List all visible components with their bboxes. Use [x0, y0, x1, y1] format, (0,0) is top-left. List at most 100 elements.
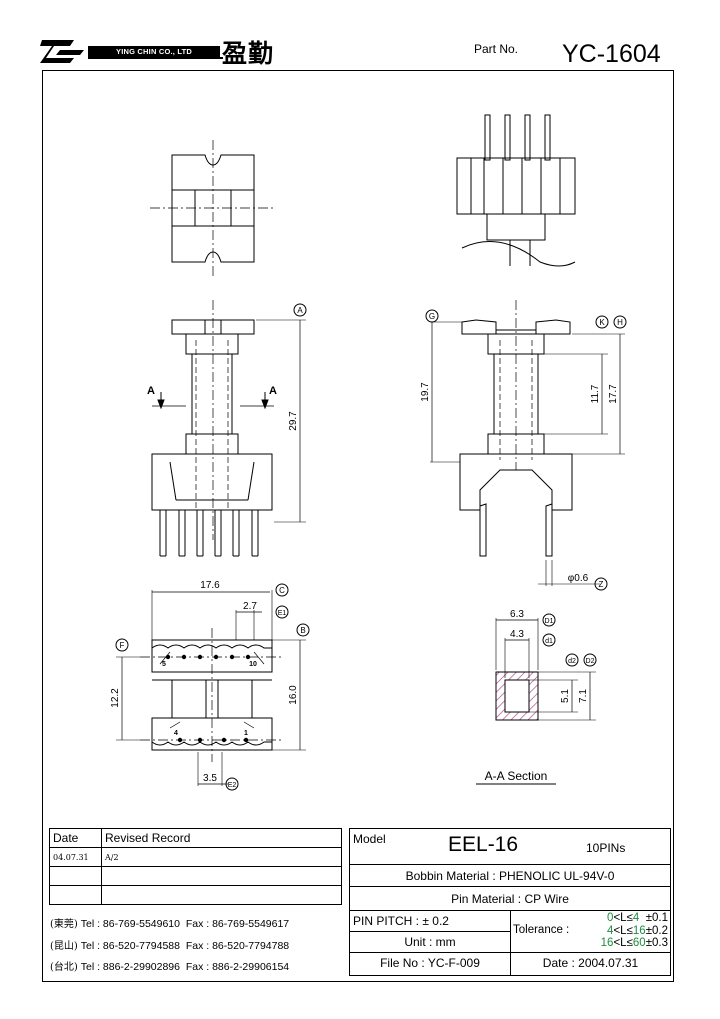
spec-pin-row: Pin Material : CP Wire — [350, 887, 670, 911]
table-row — [49, 866, 342, 886]
ref-d2-lower: d2 — [568, 658, 576, 665]
ref-e2: E2 — [228, 782, 237, 789]
table-row — [49, 885, 342, 905]
tol-range-b: 60 — [632, 937, 646, 949]
bottom-view — [115, 583, 310, 791]
ref-z: Z — [599, 580, 604, 589]
spec-tolerance-cell: Tolerance : 0<L≤4 ±0.1 4<L≤16±0.2 16<L≤6… — [511, 911, 670, 953]
list-item: 0<L≤4 ±0.1 — [601, 912, 668, 925]
tol-range-b: 4 — [632, 912, 640, 924]
model-label: Model — [353, 832, 386, 846]
revision-record: A/2 — [101, 847, 342, 867]
pin-count: 10PINs — [586, 841, 626, 855]
front-view — [151, 300, 307, 557]
dim-pin-dia: φ0.6 — [568, 573, 589, 584]
dim-3-5: 3.5 — [203, 773, 217, 784]
tol-lt: <L≤ — [613, 924, 633, 937]
dim-5-1: 5.1 — [560, 689, 571, 703]
pin-number-4: 4 — [174, 730, 178, 737]
side-view — [425, 300, 627, 591]
dim-7-1: 7.1 — [578, 689, 589, 703]
ref-a: A — [297, 306, 303, 315]
ref-k: K — [599, 318, 605, 327]
pin-material-value: CP Wire — [524, 892, 569, 906]
pin-number-5: 5 — [162, 661, 166, 668]
list-item: (東莞) Tel : 86-769-5549610 Fax : 86-769-5… — [50, 914, 344, 936]
aa-section-view — [476, 613, 597, 785]
bobbin-value: PHENOLIC UL-94V-0 — [499, 869, 615, 883]
dim-4-3: 4.3 — [510, 629, 524, 640]
contact-fax: Fax : 86-520-7794788 — [185, 939, 290, 952]
dim-11-7: 11.7 — [590, 384, 601, 403]
contact-list: (東莞) Tel : 86-769-5549610 Fax : 86-769-5… — [50, 914, 344, 979]
spec-model-row: Model EEL-16 10PINs — [350, 829, 670, 865]
ref-d1-upper: D1 — [545, 618, 554, 625]
contact-city: (昆山) — [50, 940, 78, 952]
dim-12-2: 12.2 — [110, 688, 121, 708]
ref-e1: E1 — [278, 610, 287, 617]
date-value: 2004.07.31 — [578, 956, 639, 970]
revision-date-header: Date — [49, 828, 102, 848]
revision-date — [49, 866, 102, 886]
contact-tel: Tel : 86-520-7794588 — [80, 939, 180, 952]
dim-6-3: 6.3 — [510, 609, 524, 620]
ref-f: F — [120, 641, 125, 650]
unit-label: Unit : — [404, 935, 433, 949]
tol-range-a: 0 — [607, 912, 614, 924]
ref-h: H — [617, 318, 623, 327]
list-item: 4<L≤16±0.2 — [601, 925, 668, 938]
spec-pitch-row: PIN PITCH : ± 0.2 — [350, 911, 510, 932]
dim-16-0: 16.0 — [288, 685, 299, 705]
list-item: (昆山) Tel : 86-520-7794588 Fax : 86-520-7… — [50, 936, 344, 958]
contact-city: (台北) — [50, 962, 78, 973]
dim-17-6: 17.6 — [200, 580, 220, 591]
spec-unit-row: Unit : mm — [350, 932, 510, 953]
section-arrow-left: A — [147, 385, 155, 397]
spec-file-row: File No : YC-F-009 — [350, 953, 510, 975]
spec-divider — [510, 911, 511, 975]
company-name-cn: 盈勤 — [222, 39, 275, 68]
iso-view — [456, 114, 576, 267]
pin-material-label: Pin Material : — [451, 892, 522, 906]
ref-c: C — [279, 586, 285, 595]
ref-d2-upper: D2 — [586, 658, 595, 665]
pitch-value: ± 0.2 — [422, 914, 449, 928]
table-row: 04.07.31 A/2 — [49, 847, 342, 867]
file-value: YC-F-009 — [427, 956, 480, 970]
contact-tel: Tel : 886-2-29902896 — [80, 961, 180, 973]
section-arrow-right: A — [269, 385, 277, 397]
spec-block: Model EEL-16 10PINs Bobbin Material : PH… — [349, 828, 671, 976]
tol-range-a: 4 — [607, 924, 614, 937]
revision-record — [101, 885, 342, 905]
table-row: Date Revised Record — [49, 828, 342, 848]
ref-b: B — [300, 626, 305, 635]
list-item: (台北) Tel : 886-2-29902896 Fax : 886-2-29… — [50, 957, 344, 979]
spec-bobbin-row: Bobbin Material : PHENOLIC UL-94V-0 — [350, 865, 670, 887]
tol-value: ±0.1 — [645, 912, 668, 924]
tol-range-a: 16 — [600, 937, 614, 949]
part-number-label: Part No. — [474, 42, 519, 56]
pin-number-10: 10 — [249, 661, 257, 668]
dim-19-7: 19.7 — [420, 382, 431, 402]
revision-date — [49, 885, 102, 905]
tolerance-list: 0<L≤4 ±0.1 4<L≤16±0.2 16<L≤60±0.3 — [601, 912, 668, 950]
pitch-label: PIN PITCH : — [353, 914, 420, 928]
company-name-en: YING CHIN CO., LTD — [88, 46, 220, 58]
revision-table: Date Revised Record 04.07.31 A/2 — [49, 828, 342, 905]
ref-g: G — [429, 312, 435, 321]
section-title: A-A Section — [485, 769, 548, 783]
contact-fax: Fax : 886-2-29906154 — [185, 961, 290, 973]
company-logo-icon — [40, 40, 223, 63]
bobbin-label: Bobbin Material : — [405, 869, 496, 883]
date-label: Date : — [542, 956, 575, 970]
contact-fax: Fax : 86-769-5549617 — [185, 918, 290, 930]
part-number: YC-1604 — [562, 40, 661, 68]
contact-city: (東莞) — [50, 919, 78, 930]
dim-17-7: 17.7 — [608, 384, 619, 404]
tol-range-b: 16 — [632, 924, 646, 937]
tol-value: ±0.3 — [645, 937, 668, 949]
ref-d1-lower: d1 — [545, 638, 553, 645]
pin-number-1: 1 — [244, 730, 248, 737]
revision-record — [101, 866, 342, 886]
